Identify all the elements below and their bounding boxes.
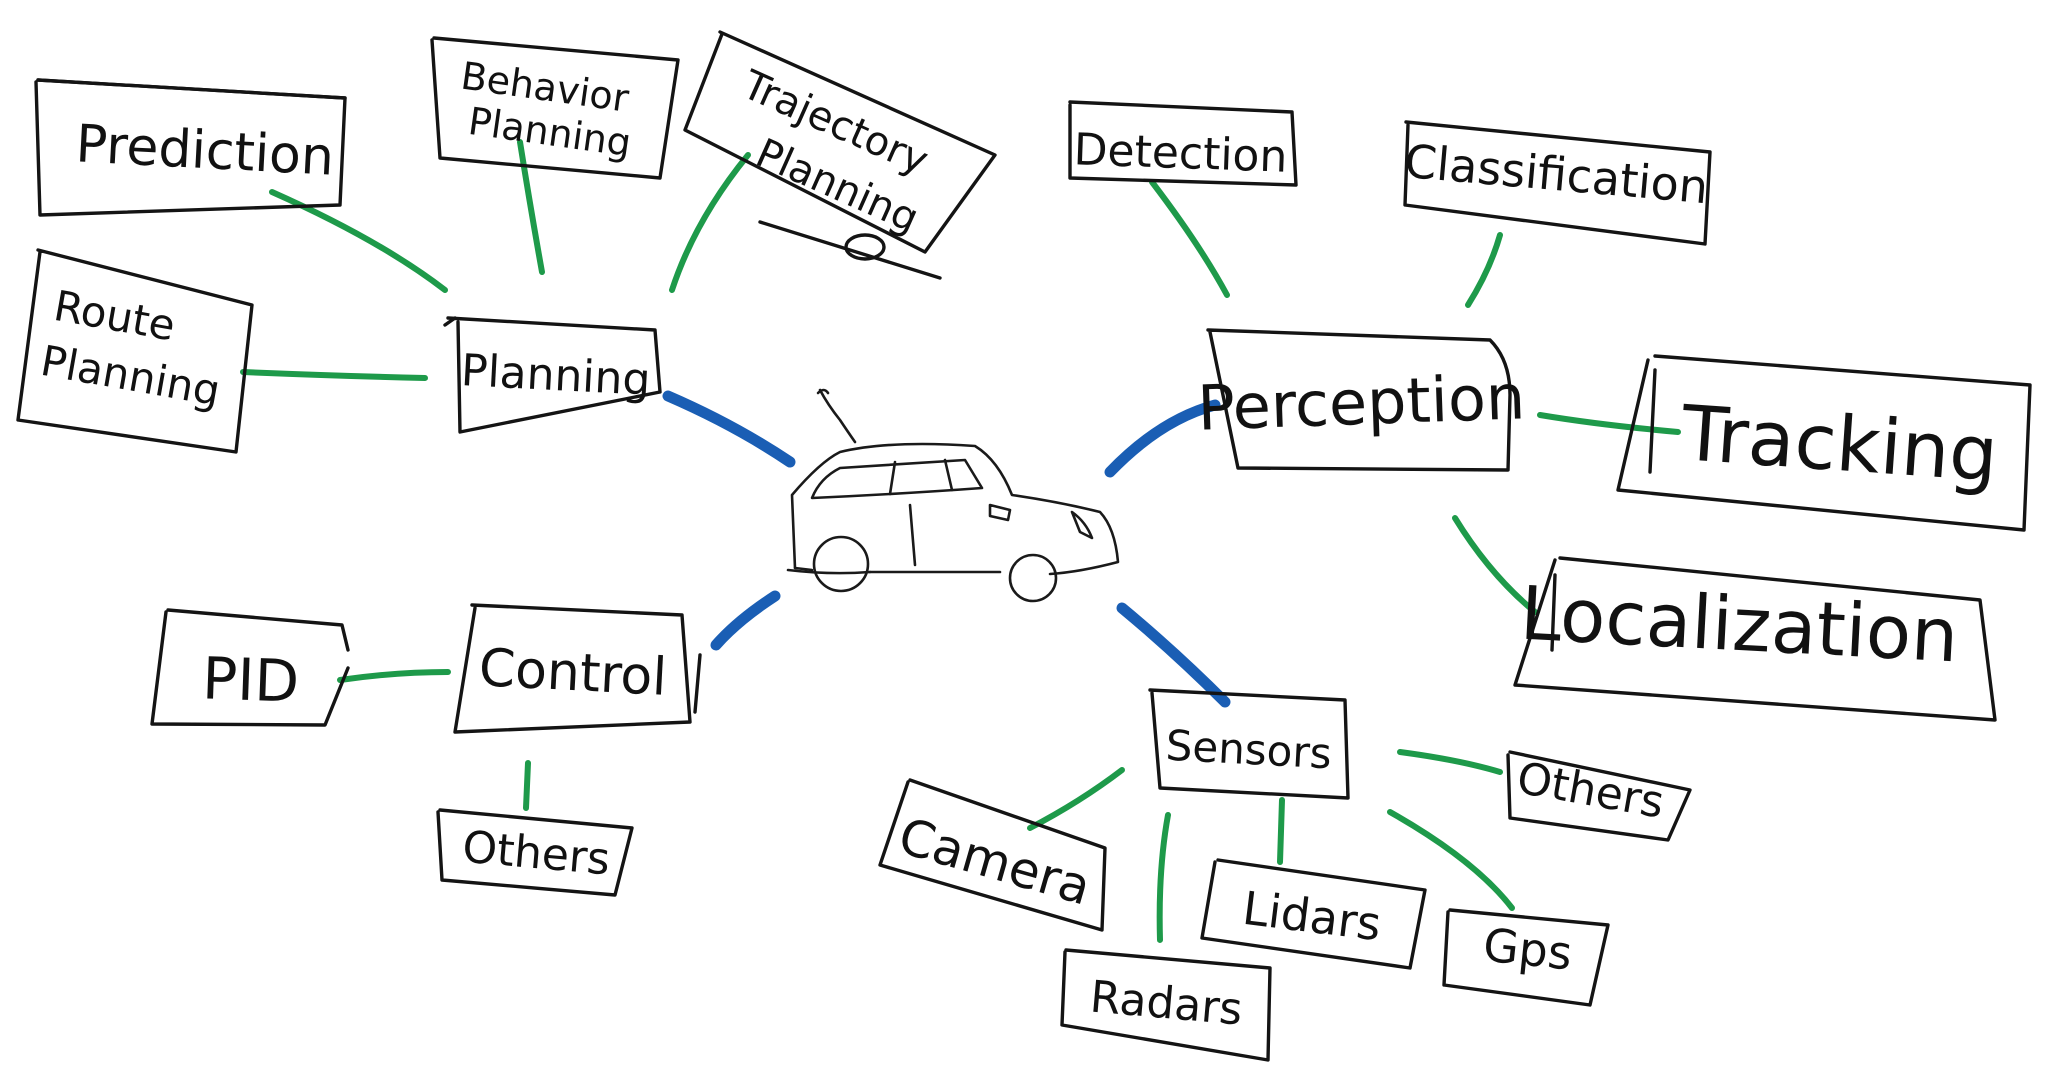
detection-label[interactable]: Detection	[1073, 124, 1288, 182]
planning-node-box	[443, 316, 662, 434]
gps-label[interactable]: Gps	[1481, 918, 1575, 981]
link-perception-tracking	[1537, 412, 1681, 435]
sensors-label[interactable]: Sensors	[1165, 721, 1333, 779]
control-others-node-box	[436, 808, 634, 897]
primary-links	[662, 390, 1231, 708]
camera-node-box	[878, 778, 1107, 932]
link-control-pid	[337, 669, 451, 683]
detection-node-box	[1068, 100, 1298, 187]
control-others-label[interactable]: Others	[460, 822, 612, 886]
link-sensors-radars	[1156, 812, 1171, 943]
secondary-links	[240, 139, 1681, 943]
link-perception-detection	[1149, 179, 1230, 298]
link-car-sensors	[1116, 602, 1231, 708]
perception-label[interactable]: Perception	[1196, 360, 1526, 444]
link-perception-classification	[1465, 232, 1503, 308]
localization-node-box	[1513, 556, 1997, 722]
pid-node-box	[150, 608, 350, 727]
link-planning-behavior	[517, 139, 545, 275]
link-car-planning	[662, 390, 796, 468]
link-planning-trajectory	[669, 152, 751, 293]
lidars-node-box	[1200, 858, 1427, 970]
link-perception-localization	[1452, 515, 1538, 615]
link-sensors-gps	[1387, 809, 1515, 911]
behavior-planning-node-box	[430, 36, 680, 180]
control-label[interactable]: Control	[477, 638, 668, 708]
planning-label[interactable]: Planning	[460, 345, 652, 406]
radars-label[interactable]: Radars	[1088, 972, 1244, 1036]
link-car-control	[710, 590, 781, 651]
prediction-node-box	[34, 78, 347, 217]
trajectory-planning-node-box	[683, 30, 997, 280]
pid-label[interactable]: PID	[201, 644, 300, 715]
sensors-node-box	[1148, 688, 1350, 800]
sensor-others-label[interactable]: Others	[1513, 753, 1667, 829]
link-planning-prediction	[269, 189, 448, 293]
node-boxes	[16, 30, 2032, 1062]
gps-node-box	[1442, 908, 1610, 1007]
radars-node-box	[1060, 948, 1272, 1062]
route-planning-node-box	[16, 248, 254, 454]
link-control-others	[523, 760, 531, 811]
link-planning-route	[240, 369, 428, 381]
prediction-label[interactable]: Prediction	[74, 114, 335, 187]
link-sensors-lidars	[1277, 797, 1285, 865]
node-labels: Planning Perception Control Sensors Pred…	[37, 54, 2001, 1036]
perception-node-box	[1206, 328, 1512, 472]
lidars-label[interactable]: Lidars	[1240, 881, 1384, 951]
link-car-perception	[1104, 399, 1221, 478]
control-node-box	[453, 603, 702, 734]
sensor-others-node-box	[1506, 750, 1692, 842]
route-planning-label-line2[interactable]: Planning	[37, 336, 224, 416]
tracking-node-box	[1616, 354, 2032, 532]
classification-node-box	[1403, 120, 1712, 246]
localization-label[interactable]: Localization	[1518, 571, 1960, 680]
link-sensors-camera	[1027, 767, 1125, 831]
link-sensors-others	[1397, 749, 1503, 775]
tracking-label[interactable]: Tracking	[1678, 388, 2001, 499]
car-icon	[786, 388, 1120, 603]
